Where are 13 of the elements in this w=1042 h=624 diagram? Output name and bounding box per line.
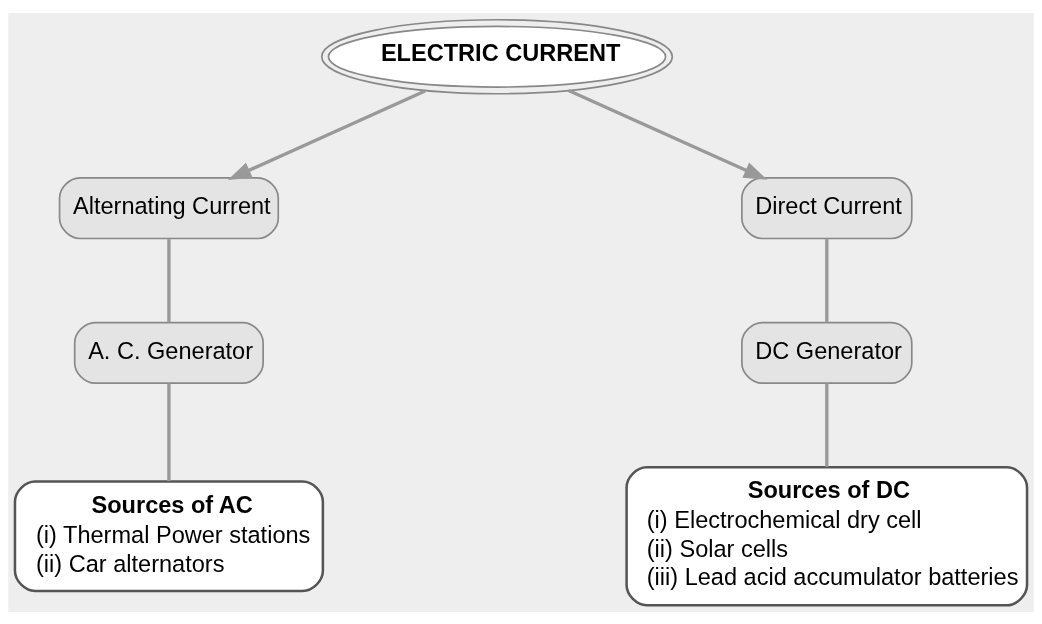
arrow <box>227 88 426 180</box>
node-ellipse: ELECTRIC CURRENT <box>320 18 674 95</box>
node-box: Direct Current <box>741 176 913 239</box>
node-box: Alternating Current <box>58 176 280 239</box>
node-box: Sources of DC (i) Electrochemical dry cell (ii) Solar cells (iii) Lead acid accumulator batteries <box>625 465 1029 607</box>
arrow <box>567 88 768 180</box>
connector <box>167 238 171 322</box>
node-box: A. C. Generator <box>73 321 264 384</box>
node-box: Sources of AC (i) Thermal Power stations (ii) Car alternators <box>13 479 325 592</box>
connector <box>167 383 171 481</box>
connector <box>825 238 829 322</box>
connector <box>825 383 829 467</box>
node-box: DC Generator <box>741 321 913 384</box>
